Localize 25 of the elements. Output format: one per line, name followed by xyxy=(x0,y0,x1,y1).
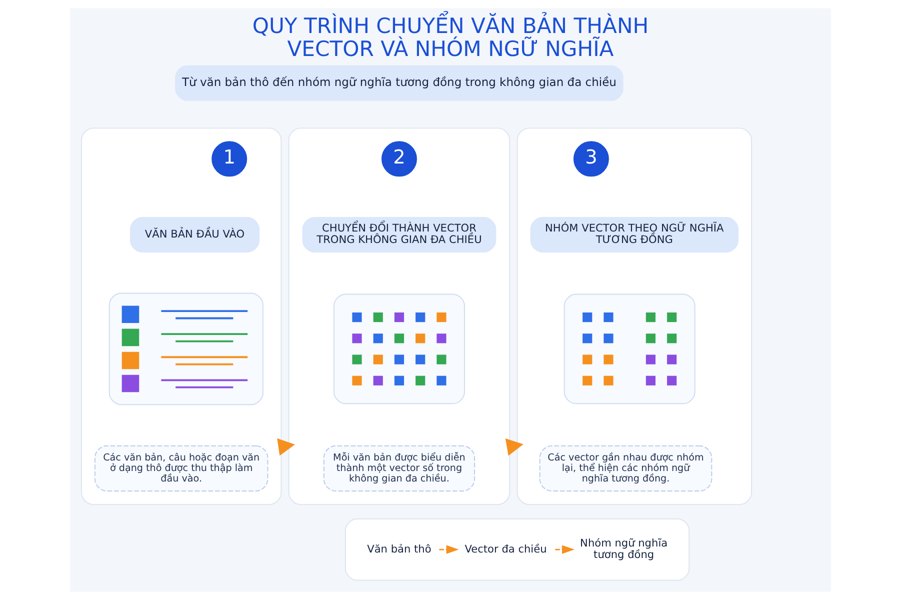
cluster xyxy=(80,128,282,505)
arrow xyxy=(554,545,574,554)
node-circle: 3 xyxy=(572,141,608,177)
arrow xyxy=(438,545,458,554)
node-text: Nhóm ngữ nghĩa tương đồng xyxy=(580,537,668,562)
arrow xyxy=(504,438,523,456)
node-box: Các vector gần nhau được nhóm lại, thể hiện các nhóm ngữ nghĩa tương đồng. xyxy=(538,445,712,492)
node-box: NHÓM VECTOR THEO NGỮ NGHĨA TƯƠNG ĐỒNG xyxy=(530,216,738,252)
node-text: Văn bản thô xyxy=(366,543,431,556)
node-circle: 1 xyxy=(211,141,247,177)
arrow xyxy=(276,438,294,456)
node-picture xyxy=(563,294,695,404)
node-text: Vector đa chiều xyxy=(464,543,546,556)
node-circle: 2 xyxy=(380,141,416,177)
cluster xyxy=(344,518,690,581)
node-box: CHUYỂN ĐỔI THÀNH VECTOR TRONG KHÔNG GIAN ĐA CHIỀU xyxy=(302,216,496,252)
node-box: Các văn bản, câu hoặc đoạn văn ở dạng thô được thu thập làm đầu vào. xyxy=(94,445,268,492)
diagram-title: QUY TRÌNH CHUYỂN VĂN BẢN THÀNH VECTOR VÀ NHÓM NGỮ NGHĨA xyxy=(252,12,648,61)
cluster xyxy=(288,128,510,505)
label: Từ văn bản thô đến nhóm ngữ nghĩa tương đồng trong không gian đa chiều xyxy=(182,75,616,90)
node-picture xyxy=(332,294,464,404)
cluster xyxy=(516,128,752,505)
node-box: VĂN BẢN ĐẦU VÀO xyxy=(130,216,260,252)
node-picture xyxy=(108,292,263,406)
node-box: Mỗi văn bản được biểu diễn thành một vector số trong không gian đa chiều. xyxy=(322,445,475,492)
